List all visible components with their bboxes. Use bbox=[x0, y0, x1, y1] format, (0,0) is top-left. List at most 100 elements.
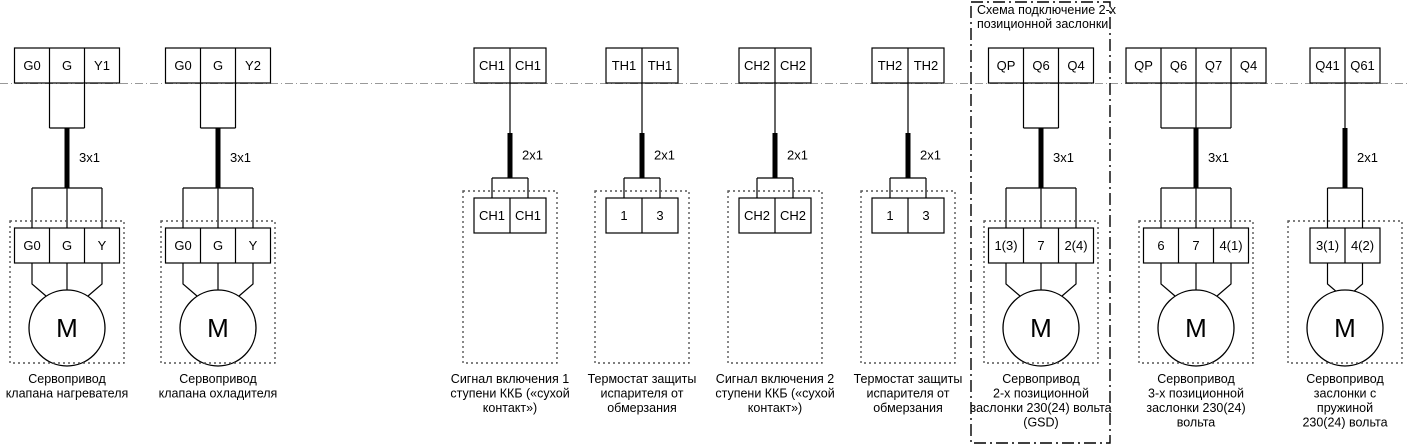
device-enclosure bbox=[160, 220, 276, 364]
caption-line: Сервопривод bbox=[1157, 372, 1235, 386]
motor-symbol: M bbox=[1002, 263, 1080, 367]
top-terminal-label: G0 bbox=[23, 58, 40, 73]
top-terminal-label: Q4 bbox=[1067, 58, 1084, 73]
top-terminal-label: QP bbox=[997, 58, 1016, 73]
two-position-damper-highlight-box bbox=[970, 1, 1111, 444]
caption-line: клапана охладителя bbox=[159, 387, 278, 401]
cable-gauge-label: 2x1 bbox=[787, 148, 808, 163]
top-terminal-strip: QP Q6 Q4 bbox=[987, 47, 1095, 84]
device-enclosure bbox=[1287, 220, 1403, 364]
caption-line: заслонки 230(24) bbox=[1146, 401, 1245, 415]
motor-lead bbox=[1216, 263, 1232, 297]
bottom-terminal-label: 1 bbox=[620, 208, 627, 223]
top-terminal-label: CH2 bbox=[780, 58, 806, 73]
motor-symbol: M bbox=[1157, 263, 1235, 367]
caption-line: 230(24) вольта bbox=[1302, 416, 1387, 430]
bottom-terminal-label: 3(1) bbox=[1316, 238, 1339, 253]
top-wire-fan bbox=[1022, 83, 1060, 129]
bottom-terminal-label: 7 bbox=[1037, 238, 1044, 253]
motor-symbol: M bbox=[28, 263, 106, 367]
device-enclosure bbox=[983, 220, 1099, 364]
bottom-terminal-label: Y bbox=[249, 238, 258, 253]
caption-line: Термостат защиты bbox=[588, 372, 697, 386]
motor-lead bbox=[87, 263, 103, 297]
bottom-terminal-label: CH1 bbox=[479, 208, 505, 223]
note-line-1: Схема подключение 2-х bbox=[977, 3, 1117, 17]
motor-lead bbox=[238, 263, 254, 297]
motor-symbol: M bbox=[1306, 263, 1384, 367]
cable-gauge-label: 2x1 bbox=[1357, 150, 1378, 165]
top-terminal-label: Q7 bbox=[1205, 58, 1222, 73]
bottom-terminal-strip: 3(1)4(2) bbox=[1309, 227, 1381, 264]
top-terminal-label: G bbox=[213, 58, 223, 73]
device-enclosure bbox=[727, 190, 823, 364]
device-enclosure bbox=[860, 190, 956, 364]
motor-body bbox=[1002, 289, 1080, 367]
top-wire-fan bbox=[199, 83, 237, 129]
caption-line: испарителя от bbox=[867, 387, 950, 401]
motor-body bbox=[1306, 289, 1384, 367]
bottom-terminal-label: 6 bbox=[1157, 238, 1164, 253]
bottom-wire-fan bbox=[623, 177, 661, 198]
caption-line: ступени ККБ («сухой bbox=[715, 387, 834, 401]
caption-line: контакт») bbox=[483, 401, 537, 415]
motor-body bbox=[28, 289, 106, 367]
top-terminal-block[interactable] bbox=[987, 47, 1095, 84]
bottom-wire-fan bbox=[889, 177, 927, 198]
caption-line: 3-х позиционной bbox=[1148, 387, 1244, 401]
top-terminal-block[interactable] bbox=[13, 47, 121, 84]
bottom-terminal-label: 1(3) bbox=[994, 238, 1017, 253]
bottom-wire-fan bbox=[182, 187, 254, 228]
bottom-terminal-block[interactable] bbox=[13, 227, 121, 264]
top-terminal-block[interactable] bbox=[164, 47, 272, 84]
device-enclosure bbox=[9, 220, 125, 364]
motor-label: M bbox=[56, 313, 78, 343]
caption-line: клапана нагревателя bbox=[6, 387, 129, 401]
cable-gauge-label: 2x1 bbox=[920, 148, 941, 163]
cable-gauge-label: 3x1 bbox=[1208, 150, 1229, 165]
caption-line: заслонки с bbox=[1314, 387, 1376, 401]
top-terminal-label: Q6 bbox=[1032, 58, 1049, 73]
cable-gauge-label: 2x1 bbox=[654, 148, 675, 163]
bottom-wire-fan bbox=[756, 177, 794, 198]
top-terminal-label: CH1 bbox=[515, 58, 541, 73]
caption-line: (GSD) bbox=[1023, 416, 1058, 430]
cable-gauge-label: 2x1 bbox=[522, 148, 543, 163]
bottom-terminal-label: CH1 bbox=[515, 208, 541, 223]
caption-line: Сигнал включения 2 bbox=[716, 372, 834, 386]
note-line-2: позиционной заслонки. bbox=[977, 17, 1112, 31]
caption-line: Термостат защиты bbox=[854, 372, 963, 386]
caption-line: обмерзания bbox=[873, 401, 943, 415]
motor-label: M bbox=[1334, 313, 1356, 343]
motor-label: M bbox=[207, 313, 229, 343]
cable-gauge-label: 3x1 bbox=[79, 150, 100, 165]
motor-lead bbox=[1061, 263, 1077, 297]
bottom-wire-fan bbox=[31, 187, 103, 228]
bottom-terminal-block[interactable] bbox=[987, 227, 1095, 264]
